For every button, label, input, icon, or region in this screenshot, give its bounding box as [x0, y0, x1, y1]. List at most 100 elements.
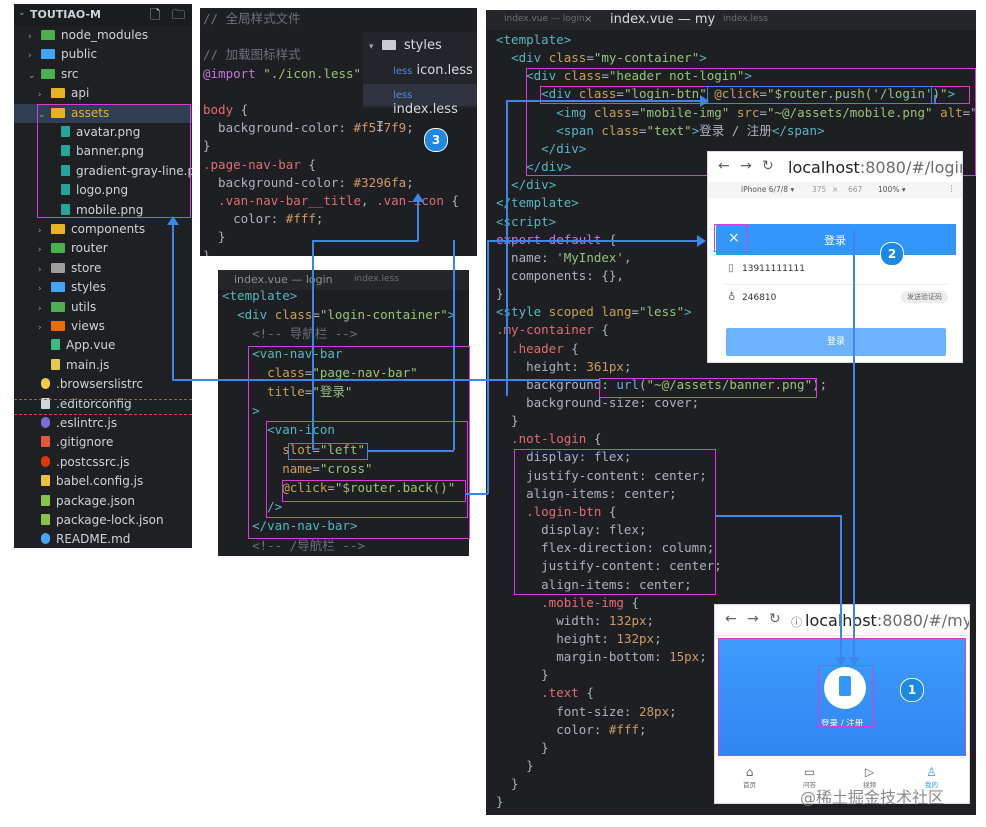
code-line[interactable]: <van-icon [222, 421, 335, 439]
code-line[interactable]: slot="left" [222, 441, 365, 459]
device-width[interactable]: 375 [812, 185, 827, 194]
code-line[interactable]: } [203, 137, 211, 155]
tree-item-public[interactable]: ›public [14, 45, 192, 64]
code-line[interactable]: name="cross" [222, 460, 372, 478]
code-line[interactable]: <!-- /导航栏 --> [222, 537, 365, 555]
tree-item-store[interactable]: ›store [14, 259, 192, 278]
tree-item-gradient-gray-line-png[interactable]: gradient-gray-line.png [14, 162, 192, 181]
code-line[interactable]: } [496, 285, 504, 303]
new-file-icon[interactable]: 🗋 [150, 8, 161, 23]
code-line[interactable]: components: {}, [496, 267, 624, 285]
code-line[interactable]: height: 361px; [496, 358, 631, 376]
tree-item-mobile-png[interactable]: mobile.png [14, 201, 192, 220]
code-line[interactable]: // 加载图标样式 [203, 46, 301, 64]
code-line[interactable]: name: 'MyIndex', [496, 249, 631, 267]
code-line[interactable]: width: 132px; [496, 612, 654, 630]
forward-arrow-icon[interactable]: → [747, 611, 759, 627]
collapse-chevron-icon[interactable]: ⌄ [18, 8, 26, 18]
code-line[interactable]: /> [222, 498, 282, 516]
tab-home[interactable]: ⌂首页 [743, 765, 756, 789]
code-line[interactable]: body { [203, 101, 248, 119]
tab-close-icon[interactable]: × [584, 14, 593, 25]
code-line[interactable]: <template> [222, 287, 297, 305]
tree-item-gitignore[interactable]: .gitignore [14, 433, 192, 452]
tab-index-vue-login[interactable]: index.vue — login [504, 14, 585, 24]
code-line[interactable]: height: 132px; [496, 630, 661, 648]
tree-item-editorconfig[interactable]: .editorconfig [14, 395, 192, 414]
code-line[interactable]: </div> [496, 176, 556, 194]
device-height[interactable]: 667 [848, 185, 863, 194]
tab-index-vue-login[interactable]: index.vue — login [234, 273, 333, 286]
tab-index-vue-my[interactable]: index.vue — my [610, 12, 716, 27]
tree-item-babel-config-js[interactable]: babel.config.js [14, 472, 192, 491]
styles-folder[interactable]: ▾ styles [369, 38, 442, 53]
code-line[interactable]: } [496, 775, 519, 793]
code-line[interactable]: @click="$router.back()" [222, 479, 455, 497]
tree-item-api[interactable]: ›api [14, 84, 192, 103]
code-line[interactable]: class="page-nav-bar" [222, 364, 418, 382]
tree-item-package-lock-json[interactable]: package-lock.json [14, 511, 192, 530]
code-line[interactable]: <div class="header not-login"> [496, 67, 752, 85]
tab-my[interactable]: ♙我的 [925, 765, 938, 789]
tree-item-assets[interactable]: ⌄assets [14, 103, 192, 123]
back-arrow-icon[interactable]: ← [718, 158, 730, 174]
device-select[interactable]: iPhone 6/7/8 ▾ [741, 185, 795, 194]
code-line[interactable]: } [203, 228, 226, 246]
code-line[interactable]: .login-btn { [496, 503, 616, 521]
tree-item-readme-md[interactable]: README.md [14, 530, 192, 548]
file-icon-less[interactable]: less icon.less [393, 63, 473, 78]
code-line[interactable]: <div class="my-container"> [496, 49, 707, 67]
code-line[interactable]: margin-bottom: 15px; [496, 648, 707, 666]
reload-icon[interactable]: ↻ [769, 611, 781, 627]
code-line[interactable]: .my-container { [496, 321, 609, 339]
zoom-select[interactable]: 100% ▾ [878, 185, 906, 194]
code-line[interactable]: <van-nav-bar [222, 345, 342, 363]
code-line[interactable]: > [222, 402, 260, 420]
close-icon[interactable]: × [728, 230, 740, 246]
code-line[interactable]: justify-content: center; [496, 467, 707, 485]
more-menu-icon[interactable]: ⋮ [948, 184, 956, 193]
file-index-less-label[interactable]: less index.less [393, 87, 477, 117]
url-text[interactable]: localhost:8080/#/my [805, 611, 970, 630]
tree-item-styles[interactable]: ›styles [14, 278, 192, 297]
code-line[interactable]: } [203, 247, 211, 256]
code-line[interactable]: flex-direction: column; [496, 539, 714, 557]
code-line[interactable]: </div> [496, 158, 571, 176]
code-line[interactable]: title="登录" [222, 383, 352, 401]
code-line[interactable]: .mobile-img { [496, 594, 639, 612]
tree-item-browserslistrc[interactable]: .browserslistrc [14, 375, 192, 394]
code-line[interactable]: </template> [496, 194, 579, 212]
code-line[interactable]: <div class="login-container"> [222, 306, 455, 324]
code-line[interactable]: display: flex; [496, 448, 631, 466]
tree-item-package-json[interactable]: package.json [14, 492, 192, 511]
tab-qa[interactable]: ▭问答 [803, 765, 816, 789]
code-line[interactable]: @import "./icon.less"; [203, 65, 369, 83]
tree-item-src[interactable]: ⌄src [14, 65, 192, 84]
back-arrow-icon[interactable]: ← [725, 611, 737, 627]
code-line[interactable]: <!-- 导航栏 --> [222, 325, 357, 343]
phone-field[interactable]: 13911111111 [742, 264, 805, 274]
mobile-avatar[interactable] [824, 667, 866, 709]
code-line[interactable]: <script> [496, 213, 556, 231]
code-line[interactable]: .not-login { [496, 430, 601, 448]
code-line[interactable]: .page-nav-bar { [203, 156, 316, 174]
code-line[interactable]: } [496, 412, 519, 430]
code-line[interactable]: justify-content: center; [496, 557, 722, 575]
code-line[interactable]: display: flex; [496, 521, 646, 539]
tree-item-banner-png[interactable]: banner.png [14, 142, 192, 161]
code-field[interactable]: 246810 [742, 293, 777, 303]
code-line[interactable]: <span class="text">登录 / 注册</span> [496, 122, 824, 140]
code-line[interactable]: align-items: center; [496, 485, 677, 503]
code-line[interactable]: color: #fff; [203, 210, 323, 228]
send-code-button[interactable]: 发送验证码 [901, 291, 948, 303]
code-line[interactable]: // 全局样式文件 [203, 10, 301, 28]
tab-index-less[interactable]: index.less [354, 274, 399, 284]
tab-index-less[interactable]: index.less [723, 14, 768, 24]
new-folder-icon[interactable]: 🗀 [172, 8, 186, 23]
tree-item-logo-png[interactable]: logo.png [14, 181, 192, 200]
code-line[interactable]: color: #fff; [496, 721, 646, 739]
code-line[interactable]: <img class="mobile-img" src="~@/assets/m… [496, 104, 976, 122]
code-line[interactable]: .header { [496, 340, 579, 358]
code-line[interactable]: } [496, 666, 549, 684]
code-line[interactable]: } [496, 757, 534, 775]
